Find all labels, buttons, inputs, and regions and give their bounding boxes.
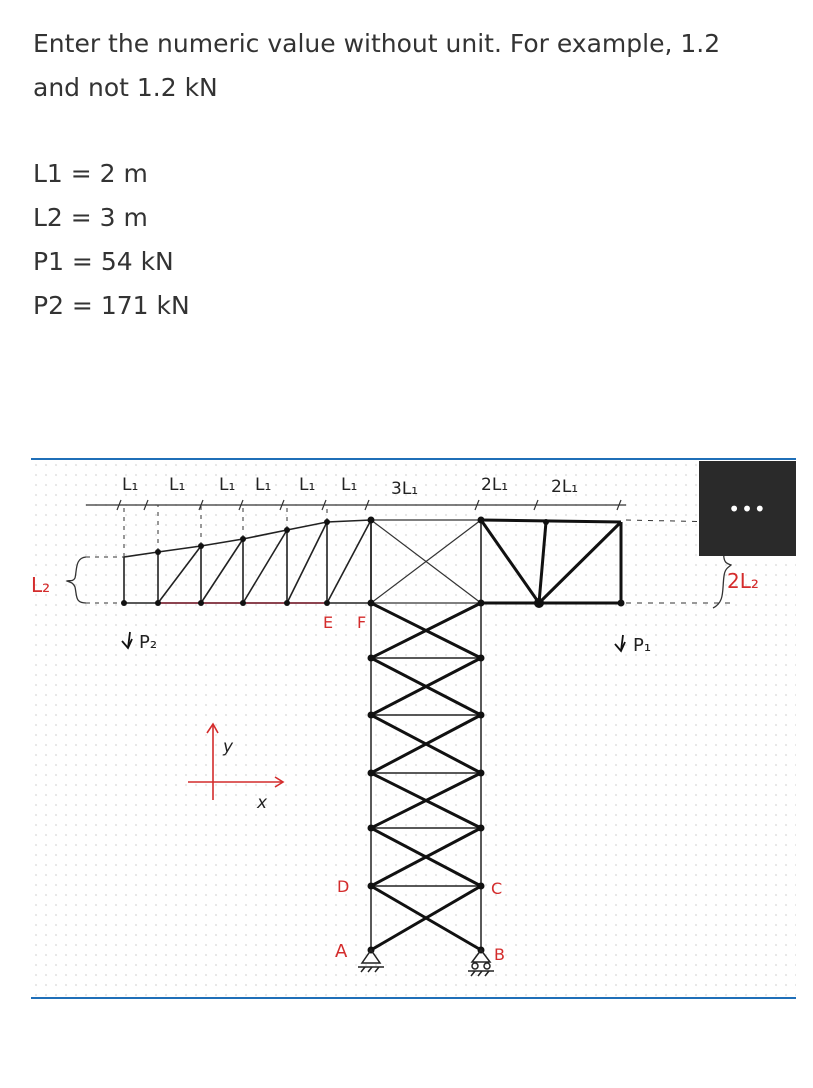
node-label-c: C <box>491 879 502 898</box>
span-label-3: L₁ <box>219 475 235 495</box>
span-labels: L₁ L₁ L₁ L₁ L₁ L₁ 3L₁ 2L₁ 2L₁ <box>122 475 578 499</box>
load-arrow-p2-icon <box>121 631 133 650</box>
span-label-1: L₁ <box>122 475 138 495</box>
span-label-8: 2L₁ <box>481 475 508 495</box>
parameter-p2: P2 = 171 kN <box>33 291 190 320</box>
span-label-6: L₁ <box>341 475 357 495</box>
node-label-f: F <box>357 613 366 632</box>
height-label-right: 2L₂ <box>727 569 759 593</box>
span-label-5: L₁ <box>299 475 315 495</box>
height-label-left: L₂ <box>31 573 50 597</box>
span-label-4: L₁ <box>255 475 271 495</box>
axis-label-y: y <box>222 737 234 757</box>
pin-support-a-icon <box>358 948 384 973</box>
truss-figure: L₁ L₁ L₁ L₁ L₁ L₁ 3L₁ 2L₁ 2L₁ L₂ 2L₂ P₂ … <box>31 458 796 999</box>
left-jib-truss <box>123 519 372 604</box>
parameter-l2: L2 = 3 m <box>33 203 148 232</box>
truss-joints <box>121 516 625 954</box>
parameter-list: L1 = 2 m L2 = 3 m P1 = 54 kN P2 = 171 kN <box>33 152 190 328</box>
dimension-line-top <box>86 499 626 511</box>
node-label-e: E <box>323 613 333 632</box>
axis-label-x: x <box>256 793 268 813</box>
node-label-d: D <box>337 877 349 896</box>
head-truss <box>370 519 482 604</box>
node-labels: E F D C A B <box>323 613 505 964</box>
load-arrow-p1-icon <box>614 634 626 653</box>
span-label-7: 3L₁ <box>391 479 418 499</box>
parameter-p1: P1 = 54 kN <box>33 247 174 276</box>
left-jib-dashes <box>86 505 328 604</box>
load-label-p2: P₂ <box>139 632 157 653</box>
tower-truss <box>370 520 482 950</box>
node-label-a: A <box>335 941 348 962</box>
right-jib-truss <box>479 518 623 605</box>
node-label-b: B <box>494 945 505 964</box>
instructions-text: Enter the numeric value without unit. Fo… <box>33 29 721 102</box>
tower-bracing <box>370 601 482 952</box>
roller-support-b-icon <box>468 948 494 977</box>
coordinate-axes-icon <box>188 722 285 800</box>
span-label-2: L₁ <box>169 475 185 495</box>
load-label-p1: P₁ <box>633 635 651 656</box>
more-options-button[interactable]: ••• <box>699 461 796 556</box>
span-label-9: 2L₁ <box>551 477 578 497</box>
truss-drawing: L₁ L₁ L₁ L₁ L₁ L₁ 3L₁ 2L₁ 2L₁ L₂ 2L₂ P₂ … <box>31 475 759 977</box>
parameter-l1: L1 = 2 m <box>33 159 148 188</box>
height-dimension-left <box>65 556 87 604</box>
